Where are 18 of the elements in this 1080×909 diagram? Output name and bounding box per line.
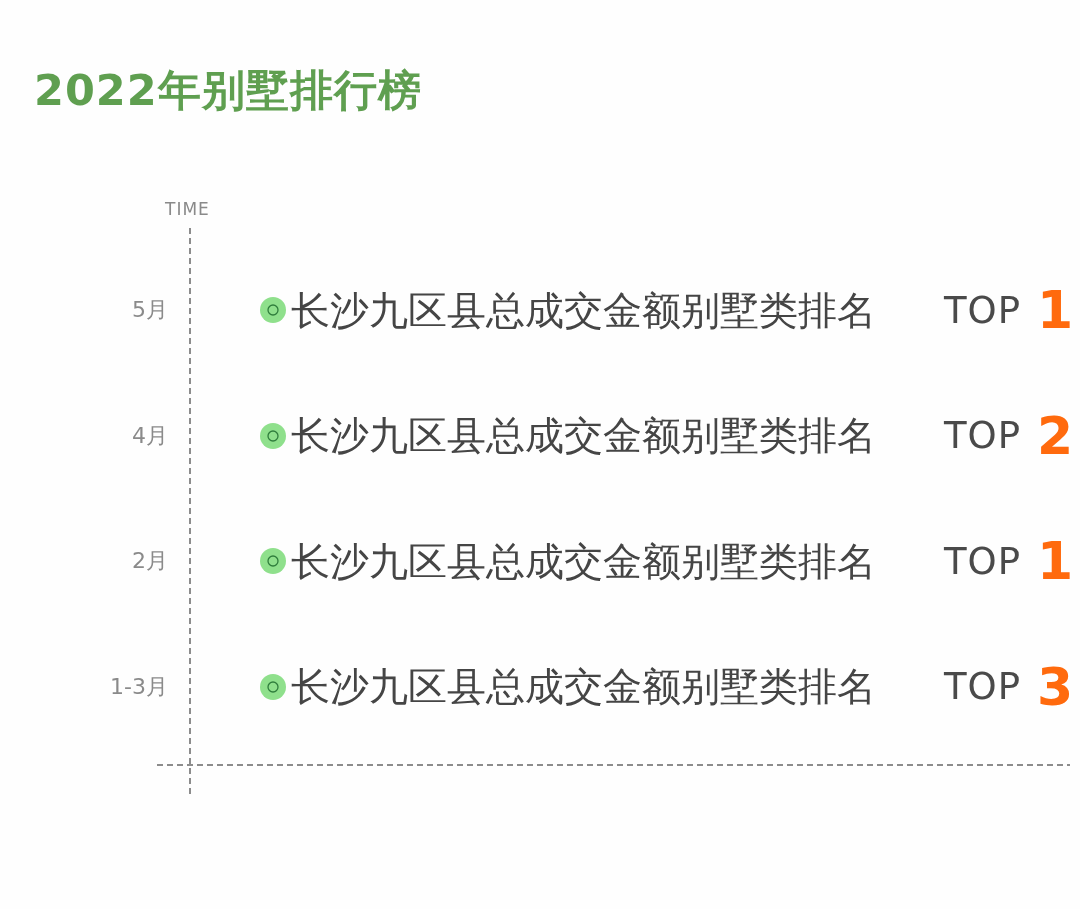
top-label: TOP: [944, 292, 1022, 329]
top-label: TOP: [944, 543, 1022, 580]
month-label: 5月: [132, 299, 168, 321]
axis-label: TIME: [165, 199, 210, 219]
month-label: 1-3月: [110, 676, 168, 698]
month-label: 2月: [132, 550, 168, 572]
rank-number: 3: [1037, 661, 1074, 713]
top-label: TOP: [944, 417, 1022, 454]
month-label: 4月: [132, 425, 168, 447]
title: 2022年别墅排行榜: [34, 64, 422, 116]
ranking-text: 长沙九区县总成交金额别墅类排名: [291, 291, 876, 330]
top-label: TOP: [944, 668, 1022, 705]
rank-number: 2: [1037, 410, 1074, 462]
ranking-text: 长沙九区县总成交金额别墅类排名: [291, 667, 876, 706]
rank-number: 1: [1037, 535, 1074, 587]
rank-number: 1: [1037, 284, 1074, 336]
ranking-text: 长沙九区县总成交金额别墅类排名: [291, 542, 876, 581]
ranking-text: 长沙九区县总成交金额别墅类排名: [291, 416, 876, 455]
